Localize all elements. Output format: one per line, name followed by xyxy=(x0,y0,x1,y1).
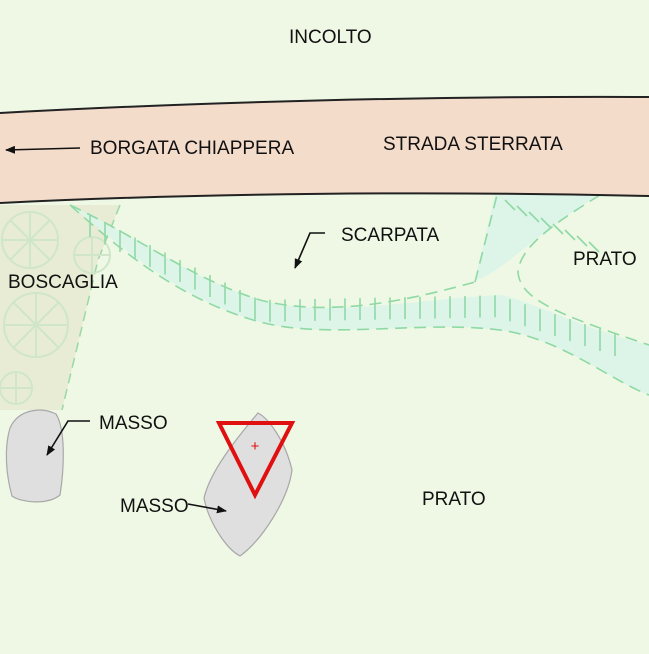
escarpment-hatching xyxy=(89,199,616,356)
label-strada-sterrata: STRADA STERRATA xyxy=(383,134,563,155)
marker-cross: + xyxy=(251,438,260,455)
label-prato-top: PRATO xyxy=(573,249,637,270)
arrow-to-borgata xyxy=(5,145,81,154)
label-incolto: INCOLTO xyxy=(289,27,372,48)
woodland-area xyxy=(0,204,121,411)
label-prato-bottom: PRATO xyxy=(422,489,486,510)
label-boscaglia: BOSCAGLIA xyxy=(8,272,118,293)
masso-left-pointer xyxy=(46,420,90,456)
label-borgata-chiappera: BORGATA CHIAPPERA xyxy=(90,138,294,159)
label-masso-center: MASSO xyxy=(120,496,189,517)
survey-marker-triangle: + xyxy=(215,421,296,500)
boulder-left xyxy=(5,409,64,503)
scarpata-pointer xyxy=(294,232,325,269)
masso-center-pointer xyxy=(187,503,227,514)
label-masso-left: MASSO xyxy=(99,413,168,434)
tree-symbols xyxy=(0,211,111,405)
label-scarpata: SCARPATA xyxy=(341,225,440,246)
escarpment-area xyxy=(69,194,649,396)
dirt-road xyxy=(0,95,649,204)
